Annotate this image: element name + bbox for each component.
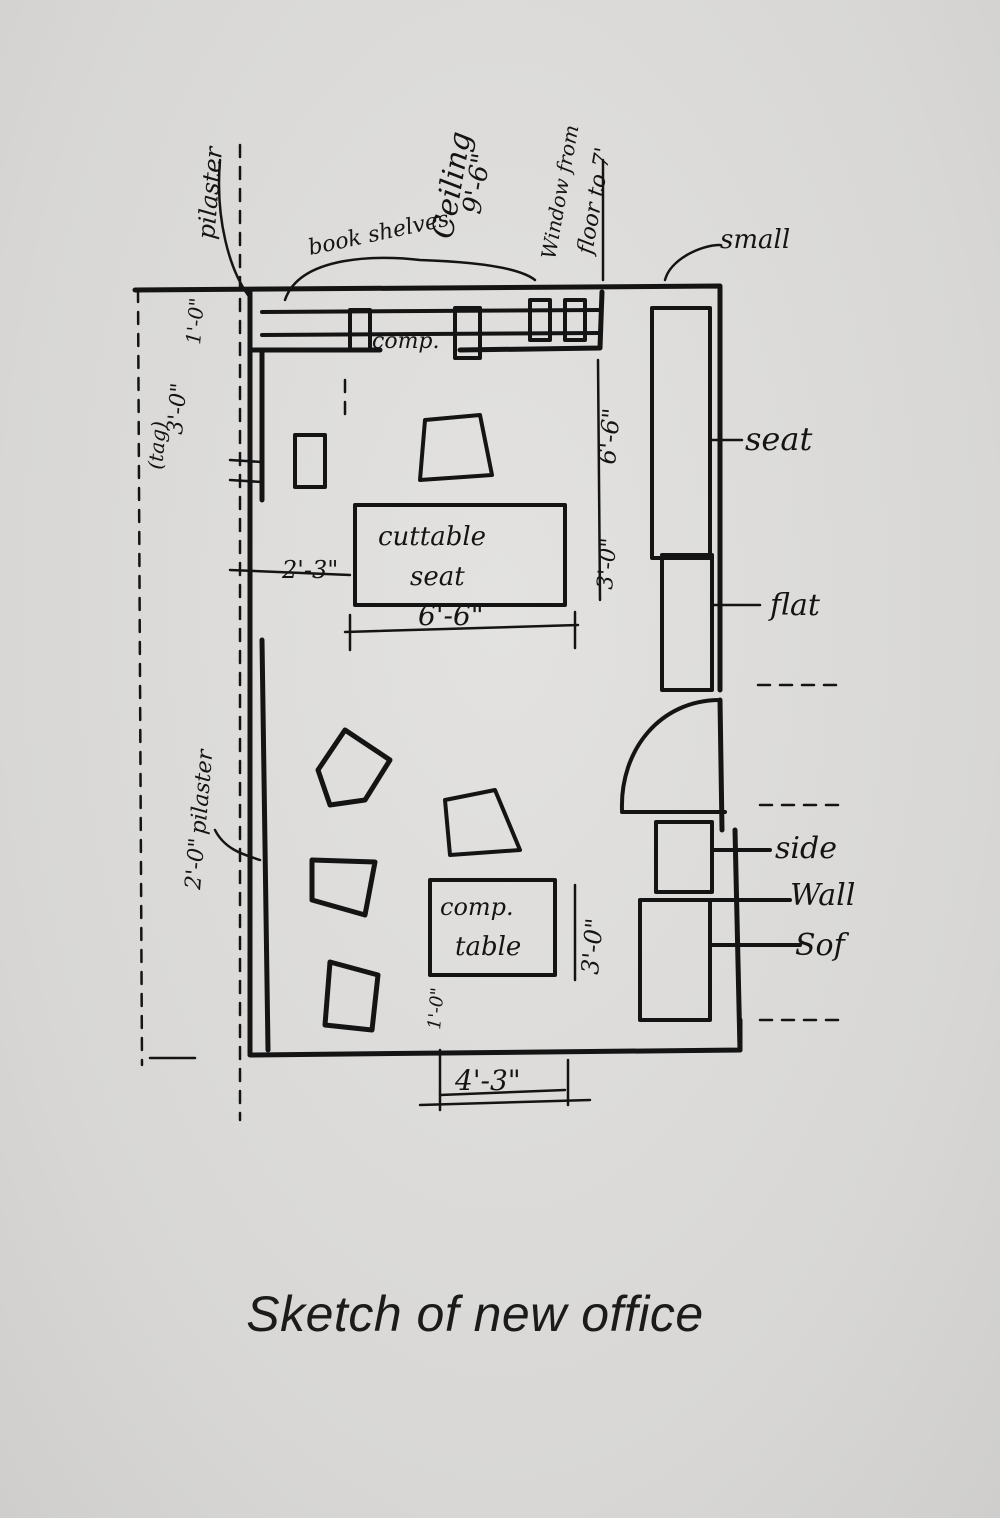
top-chair xyxy=(418,413,494,482)
annotation-comp-table-top: comp. xyxy=(440,893,514,921)
annotation-pilaster-left: pilaster xyxy=(186,747,218,835)
dim-bottom-width: 4'-3" xyxy=(454,1064,521,1097)
caption: Sketch of new office xyxy=(246,1286,704,1342)
side-cluster xyxy=(638,820,802,1022)
room-walls xyxy=(132,283,743,1058)
dim-table-width: 6'-6" xyxy=(418,599,484,632)
desk-chair xyxy=(443,788,522,857)
annotation-cuttable-top: cuttable xyxy=(378,522,486,552)
dim-right-lower: 3'-0" xyxy=(593,537,622,591)
dim-right-upper: 6'-6" xyxy=(593,407,626,466)
construction-lines xyxy=(136,143,842,1122)
dim-left-of-table: 2'-3" xyxy=(281,556,338,584)
dim-top-left-sub: (tag) xyxy=(143,420,171,470)
dim-top-left-vertical: 3'-0" xyxy=(163,382,192,436)
annotation-small: small xyxy=(720,225,790,255)
cuttable-seat xyxy=(353,503,567,607)
annotation-seat: seat xyxy=(745,420,812,458)
dim-comp-table-right: 3'-0" xyxy=(576,917,609,976)
small-cabinet xyxy=(293,433,327,489)
dim-top-left-small: 1'-0" xyxy=(181,297,209,346)
book-shelves xyxy=(260,298,602,360)
window-seat xyxy=(650,306,714,692)
leader-lines xyxy=(213,158,762,862)
annotation-cuttable-bottom: seat xyxy=(410,562,465,592)
dim-pilaster: 2'-0" xyxy=(181,837,210,892)
door-swing xyxy=(619,698,727,814)
annotation-flat: flat xyxy=(768,588,821,623)
annotation-sofa: Sof xyxy=(795,928,850,963)
annotation-side: side xyxy=(775,831,837,866)
annotation-computer: comp. xyxy=(372,329,440,354)
annotation-wall: Wall xyxy=(790,878,855,913)
dim-small-left-bottom: 1'-0" xyxy=(424,987,449,1031)
annotation-comp-table-bottom: table xyxy=(455,932,521,962)
armchairs xyxy=(309,727,393,1033)
annotation-window-range: floor to 7' xyxy=(573,146,617,258)
comp-table xyxy=(428,878,557,977)
dimension-lines xyxy=(148,358,602,1112)
